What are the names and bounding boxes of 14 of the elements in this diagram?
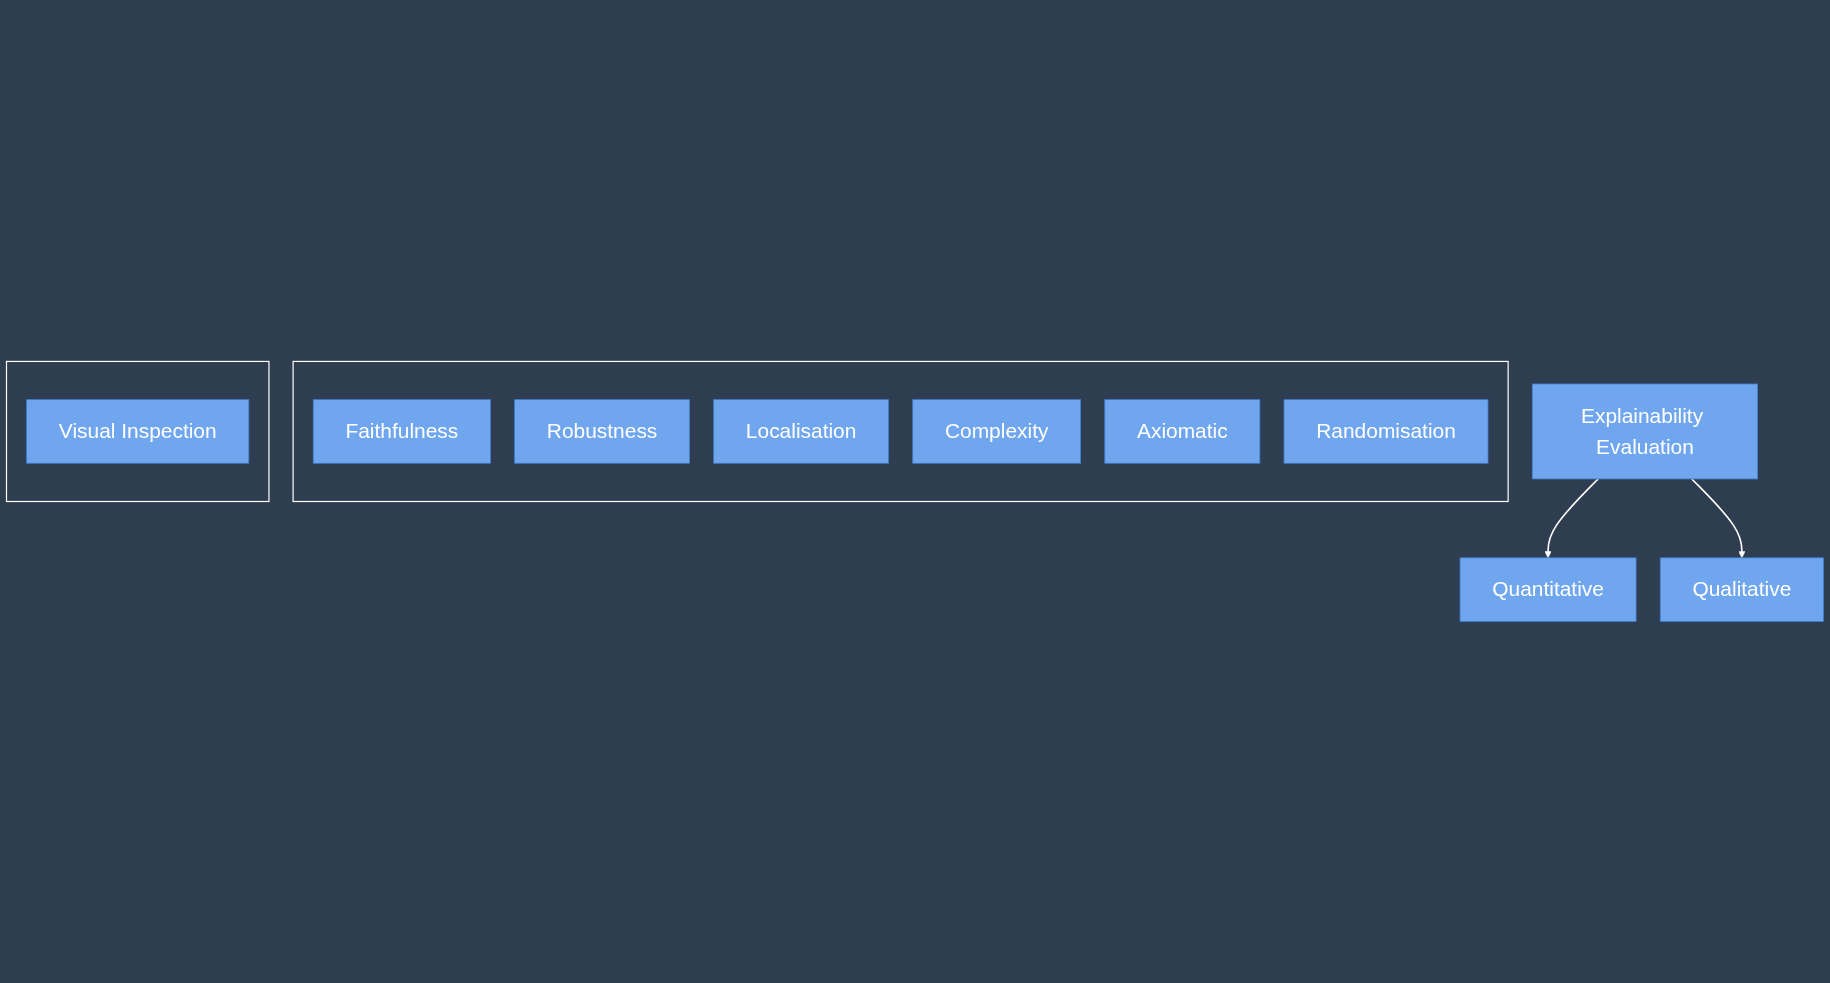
node-box: Explainability Evaluation — [1531, 383, 1759, 480]
node-box: Randomisation — [1283, 399, 1489, 464]
arrow — [1544, 478, 1599, 559]
node-box: Robustness — [514, 399, 690, 464]
node-box: Axiomatic — [1104, 399, 1261, 464]
node-box: Faithfulness — [312, 399, 491, 464]
node-box: Complexity — [912, 399, 1081, 464]
arrow — [1691, 478, 1746, 559]
node-box: Visual Inspection — [26, 399, 250, 464]
node-box: Qualitative — [1659, 557, 1824, 622]
cluster — [292, 360, 1509, 503]
node-box: Localisation — [713, 399, 889, 464]
cluster — [5, 360, 270, 503]
node-box: Quantitative — [1459, 557, 1637, 622]
